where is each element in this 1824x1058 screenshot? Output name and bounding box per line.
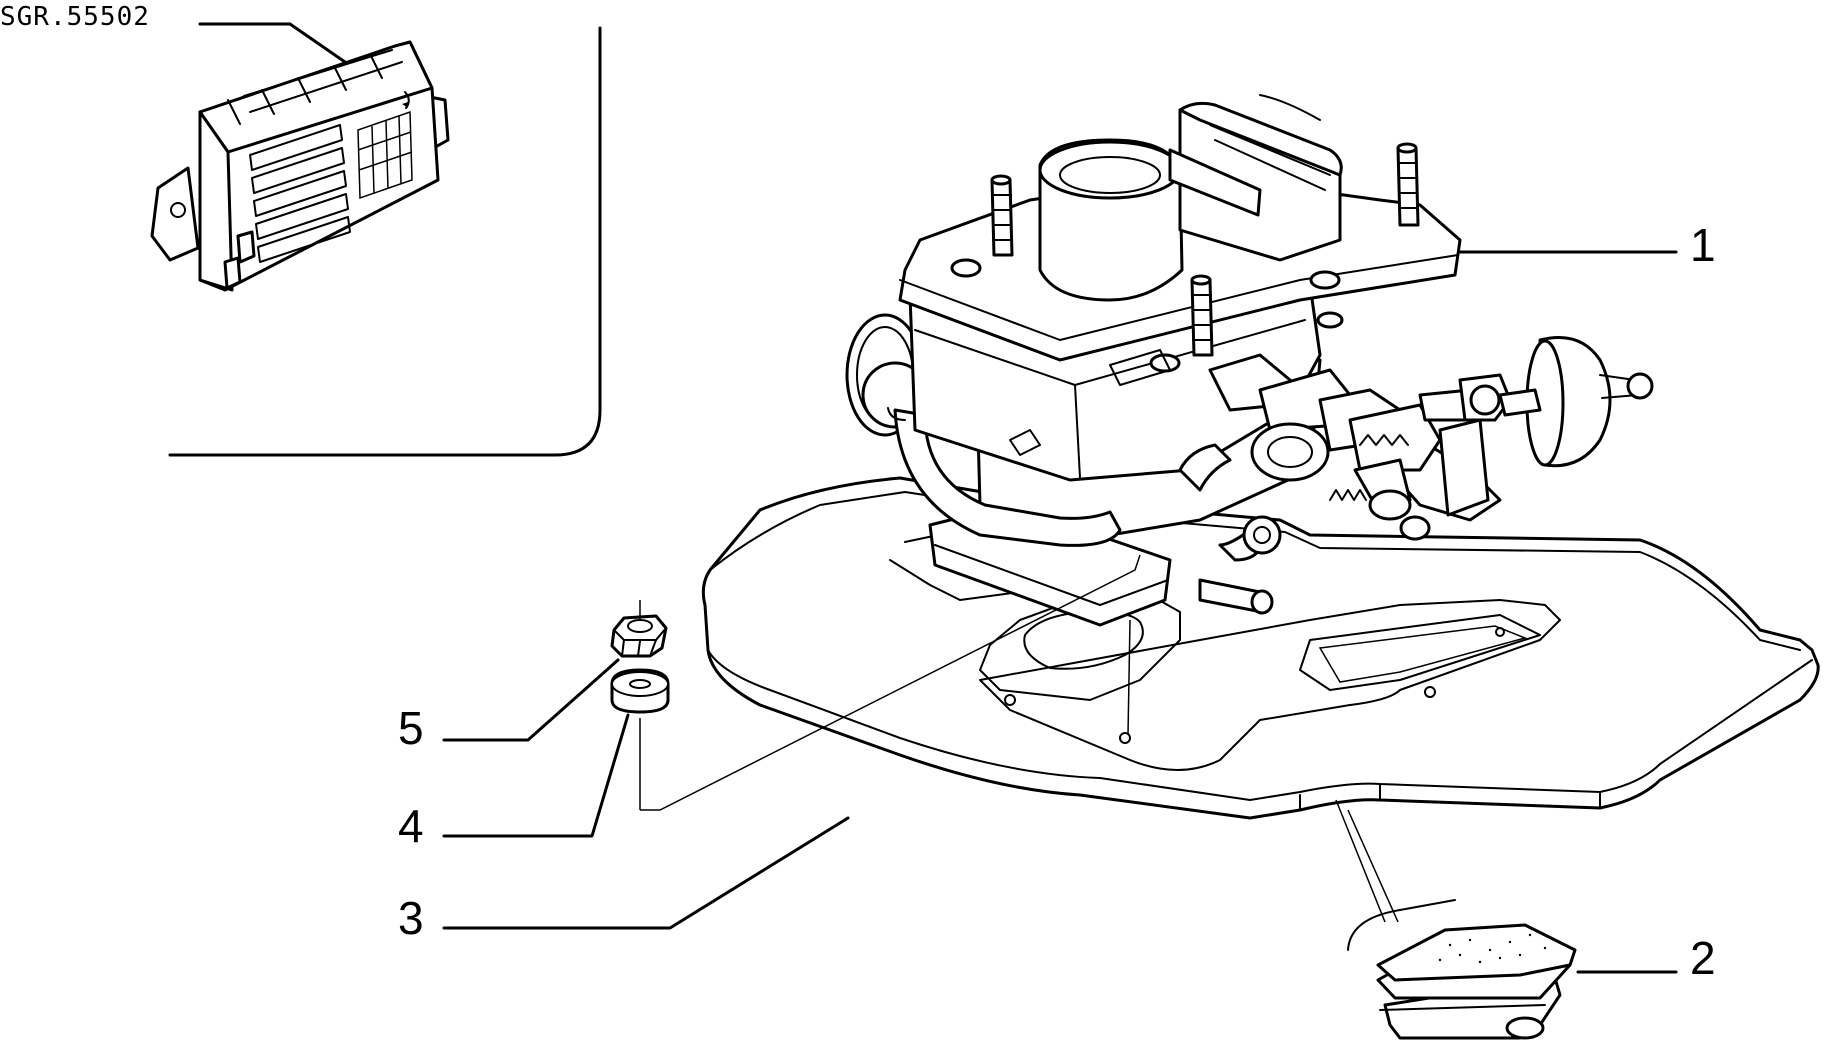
nut (610, 614, 668, 658)
carburettor (845, 94, 1654, 627)
callout-label-2: 2 (1690, 932, 1716, 984)
inset-frame (168, 22, 602, 457)
callout-label-4: 4 (398, 800, 424, 852)
callout-label-3: 3 (398, 892, 424, 944)
assembly-lines (639, 554, 1399, 923)
fuse-box-inset (150, 40, 450, 292)
carburettor-studs (990, 142, 1420, 357)
washer (610, 668, 670, 714)
plug (1347, 899, 1577, 1040)
callout-label-1: 1 (1690, 219, 1716, 271)
callout-label-5: 5 (398, 702, 424, 754)
leader-lines (442, 250, 1678, 974)
reference-code: SGR.55502 (0, 2, 150, 32)
